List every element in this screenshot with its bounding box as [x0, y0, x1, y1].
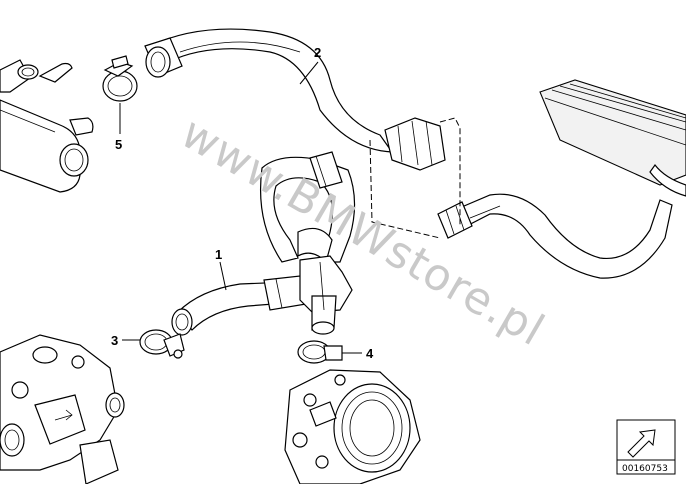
callout-1-label: 1 — [215, 247, 222, 262]
coolant-hose-2 — [144, 28, 446, 171]
document-number: 00160753 — [622, 464, 668, 474]
water-pump-housing — [284, 369, 421, 484]
callout-1: 1 — [215, 247, 227, 291]
hose-clamp-5 — [102, 55, 138, 102]
callout-2-label: 2 — [314, 45, 321, 60]
callout-4-label: 4 — [366, 346, 374, 361]
callout-3: 3 — [111, 333, 140, 348]
hose-clamp-4 — [297, 340, 343, 364]
callout-4: 4 — [342, 346, 374, 361]
heater-pipe — [437, 193, 673, 279]
callout-5: 5 — [115, 103, 122, 152]
arrow-icon — [627, 429, 656, 458]
coolant-hose-1 — [171, 151, 356, 336]
thermostat-housing — [0, 334, 125, 484]
engine-block-fragment-top-left — [0, 59, 94, 193]
assembly-lines — [369, 117, 461, 239]
heater-core — [539, 79, 686, 197]
callout-2: 2 — [299, 45, 321, 85]
document-number-box: 00160753 — [616, 419, 676, 475]
hose-clamp-3 — [139, 329, 185, 359]
callout-3-label: 3 — [111, 333, 118, 348]
callout-5-label: 5 — [115, 137, 122, 152]
